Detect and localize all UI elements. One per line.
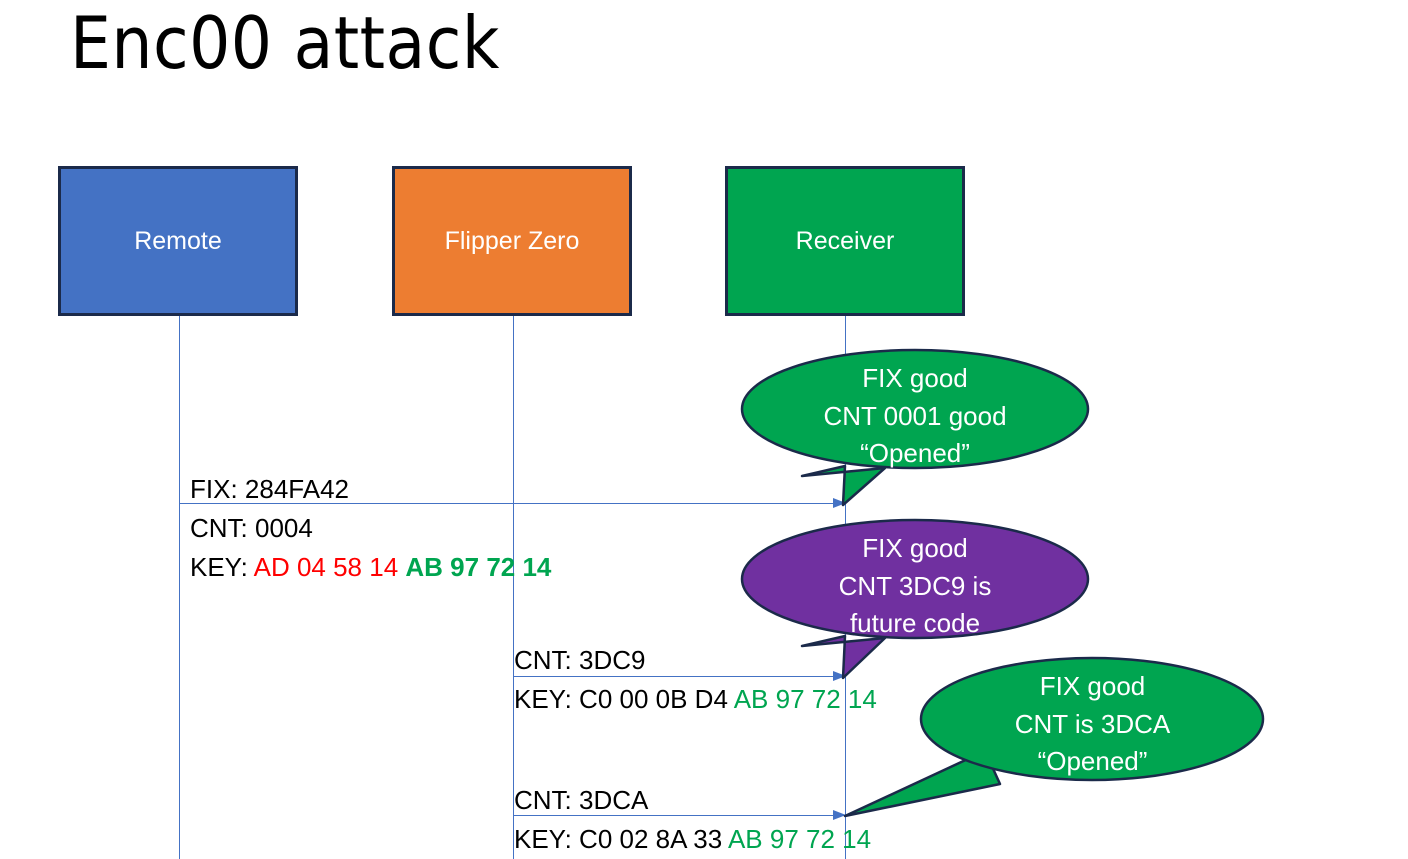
actor-label-flipper-zero: Flipper Zero xyxy=(444,227,580,255)
lifeline-flipper-zero xyxy=(513,316,514,859)
page-title: Enc00 attack xyxy=(70,1,500,85)
callout-2-shape xyxy=(740,518,1090,680)
lifeline-remote xyxy=(179,316,180,859)
message-1-key-red-bytes: AD 04 58 14 xyxy=(253,552,399,582)
message-arrow-flipper-to-receiver-1 xyxy=(514,671,846,681)
message-3-cnt-label: CNT: 3DCA xyxy=(514,785,649,815)
message-arrow-remote-to-receiver xyxy=(180,498,846,508)
message-1-fix-label: FIX: 284FA42 xyxy=(190,474,349,504)
callout-3-shape xyxy=(843,656,1265,818)
actor-box-receiver[interactable]: Receiver xyxy=(725,166,965,316)
message-1-key-green-bytes: AB 97 72 14 xyxy=(405,552,552,582)
actor-label-remote: Remote xyxy=(134,227,222,255)
message-1-cnt-label: CNT: 0004 xyxy=(190,513,313,543)
message-2-key-label: KEY: C0 00 0B D4 AB 97 72 14 xyxy=(514,682,877,716)
callout-bubble-1[interactable]: FIX good CNT 0001 good “Opened” xyxy=(740,348,1090,508)
callout-bubble-3[interactable]: FIX good CNT is 3DCA “Opened” xyxy=(843,656,1265,821)
message-1-key-label: KEY: AD 04 58 14 AB 97 72 14 xyxy=(190,550,551,584)
message-2-key-green-bytes: AB 97 72 14 xyxy=(733,684,877,714)
actor-label-receiver: Receiver xyxy=(795,227,895,255)
actor-box-flipper-zero[interactable]: Flipper Zero xyxy=(392,166,632,316)
message-arrow-flipper-to-receiver-2 xyxy=(514,810,846,820)
actor-box-remote[interactable]: Remote xyxy=(58,166,298,316)
message-2-key-prefix: KEY: C0 00 0B D4 xyxy=(514,684,734,714)
message-3-key-green-bytes: AB 97 72 14 xyxy=(727,824,872,854)
message-1-key-prefix: KEY: xyxy=(190,552,254,582)
callout-bubble-2[interactable]: FIX good CNT 3DC9 is future code xyxy=(740,518,1090,680)
message-3-key-label: KEY: C0 02 8A 33 AB 97 72 14 xyxy=(514,822,871,856)
message-2-cnt-label: CNT: 3DC9 xyxy=(514,645,646,675)
callout-1-shape xyxy=(740,348,1090,507)
message-3-key-prefix: KEY: C0 02 8A 33 xyxy=(514,824,728,854)
